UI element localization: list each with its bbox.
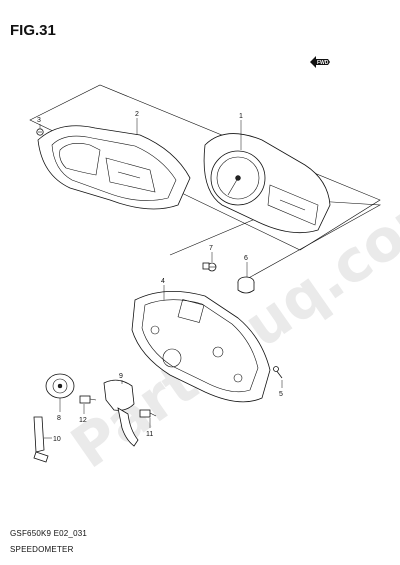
callout-9: 9 — [119, 373, 123, 380]
callout-7: 7 — [209, 245, 213, 252]
upper-case-part — [37, 125, 191, 210]
cushion-part — [45, 373, 75, 399]
lower-assembly-frame — [169, 199, 382, 281]
stay-part — [33, 416, 49, 463]
fwd-label: FWD — [317, 60, 329, 66]
bolt-part-11 — [139, 409, 157, 418]
upper-assembly-frame — [29, 84, 381, 251]
lower-case-part — [131, 290, 271, 403]
callout-5: 5 — [279, 391, 283, 398]
assembly-name: SPEEDOMETER — [10, 545, 74, 554]
model-code: GSF650K9 E02_031 — [10, 529, 88, 538]
callout-2: 2 — [135, 111, 139, 118]
screw-part-5 — [273, 366, 283, 379]
callout-10: 10 — [53, 436, 61, 443]
callout-6: 6 — [244, 255, 248, 262]
callout-8: 8 — [57, 415, 61, 422]
leader-lines — [39, 118, 283, 439]
bolt-part-12 — [79, 395, 97, 404]
screw-part-3 — [36, 128, 44, 136]
callout-11: 11 — [146, 431, 153, 438]
grommet-part — [237, 276, 255, 294]
callout-12: 12 — [79, 417, 87, 424]
figure-title: FIG.31 — [10, 22, 56, 39]
bracket-part — [103, 379, 139, 447]
speedometer-assembly-part — [203, 133, 331, 234]
fwd-arrow-icon: FWD — [310, 56, 330, 68]
screw-part-7 — [202, 262, 217, 272]
callout-1: 1 — [239, 113, 243, 120]
callout-4: 4 — [161, 278, 165, 285]
callout-3: 3 — [37, 117, 41, 124]
